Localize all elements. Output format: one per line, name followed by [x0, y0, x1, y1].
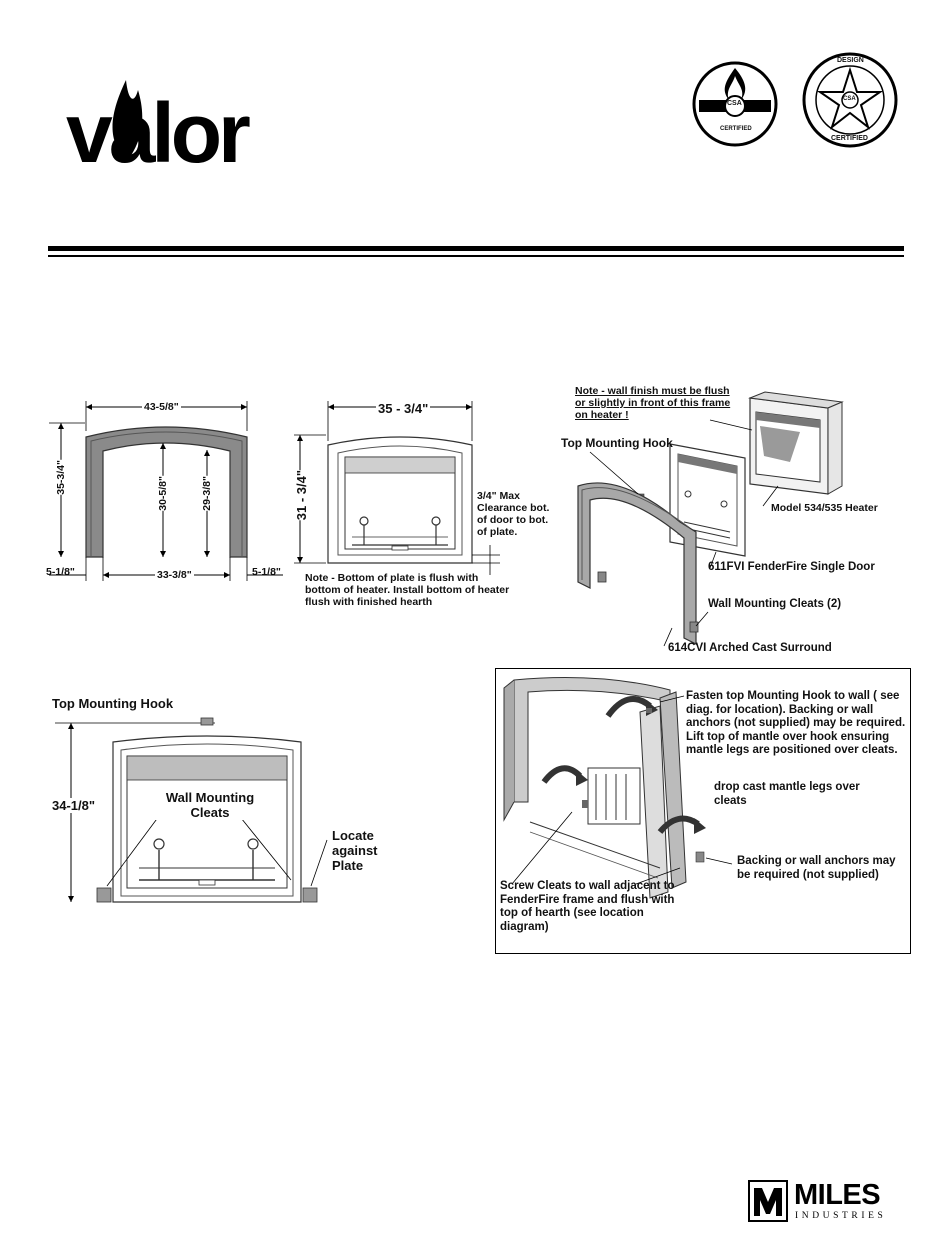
installation-drawing — [503, 677, 733, 899]
fig5-step4: Screw Cleats to wall adjacent to FenderF… — [500, 880, 675, 933]
fig2-bottom-note: Note - Bottom of plate is flush with bot… — [305, 572, 510, 608]
seal-left-mark: CSA — [727, 100, 742, 107]
fig3-top-hook: Top Mounting Hook — [561, 436, 673, 450]
installation-instructions-panel — [495, 668, 911, 954]
fig3-wall-note: Note - wall finish must be flush or slig… — [575, 385, 731, 421]
logo-wordmark: valor — [66, 86, 251, 180]
fig1-leg-right: 5-1/8" — [252, 566, 281, 578]
fig1-inner-width: 33-3/8" — [155, 569, 194, 581]
fig1-height-left: 35-3/4" — [55, 460, 67, 495]
valor-logo: valor — [62, 50, 277, 180]
fig2-clearance-note: 3/4" Max Clearance bot. of door to bot. … — [477, 490, 550, 538]
seal-right-top-text: DESIGN — [837, 57, 864, 64]
fig1-inner-height-2: 29-3/8" — [201, 476, 213, 511]
certification-seal-left: CSA CERTIFIED — [685, 60, 785, 148]
footer-logo-main: MILES — [794, 1179, 881, 1211]
fig4-locate: Locate against Plate — [332, 828, 378, 873]
flame-icon — [112, 80, 143, 160]
fig3-cleats: Wall Mounting Cleats (2) — [708, 598, 842, 610]
mounting-location-drawing — [55, 717, 328, 903]
surround-dimension-drawing — [49, 401, 283, 581]
header-rule-thick — [48, 246, 904, 251]
fig5-step1: Fasten top Mounting Hook to wall ( see d… — [686, 690, 906, 756]
fig5-step2: drop cast mantle legs over cleats — [714, 781, 860, 807]
footer-logo-sub: INDUSTRIES — [795, 1211, 887, 1221]
fig2-height: 31 - 3/4" — [294, 470, 309, 521]
seal-right-mark: CSA — [843, 96, 856, 102]
fig1-top-width: 43-5/8" — [142, 401, 181, 413]
fig4-top-hook: Top Mounting Hook — [52, 696, 174, 711]
fig1-inner-height-1: 30-5/8" — [157, 476, 169, 511]
seal-left-text: CERTIFIED — [720, 126, 752, 132]
miles-emblem-icon — [748, 1180, 788, 1222]
seal-right-bottom-text: CERTIFIED — [831, 135, 868, 142]
miles-industries-logo: MILES INDUSTRIES — [748, 1180, 908, 1226]
fig5-step3: Backing or wall anchors may be required … — [737, 855, 896, 881]
certification-seal-right: DESIGN CSA CERTIFIED — [800, 50, 900, 150]
fig4-cleats: Wall Mounting Cleats — [155, 790, 265, 820]
fig3-door: 611FVI FenderFire Single Door — [708, 561, 875, 573]
fig4-height: 34-1/8" — [52, 798, 96, 813]
fig3-surround: 614CVI Arched Cast Surround — [668, 642, 832, 654]
fig1-leg-left: 5-1/8" — [46, 566, 75, 578]
fig2-width: 35 - 3/4" — [376, 401, 431, 416]
exploded-assembly-drawing — [577, 391, 844, 647]
fig3-heater: Model 534/535 Heater — [771, 502, 878, 514]
header-rule-thin — [48, 255, 904, 257]
heater-dimension-drawing — [294, 401, 500, 575]
